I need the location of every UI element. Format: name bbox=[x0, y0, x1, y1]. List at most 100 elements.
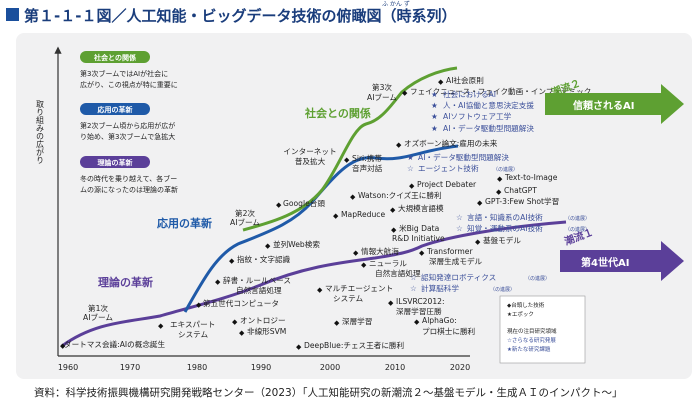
emerging-item-note: （の進展） bbox=[565, 215, 590, 222]
emerging-items: 社会におけるAI 人・AI協働と意思決定支援 AIソフトウェア工学 AI・データ… bbox=[418, 89, 590, 293]
box-theory-line1: 冬の時代を乗り越えて、各ブー bbox=[80, 174, 177, 183]
title-square-icon bbox=[6, 8, 19, 21]
diamond-icon: ◆ bbox=[497, 175, 503, 183]
x-tick-1980: 1980 bbox=[187, 363, 207, 372]
legend-area-further: ☆さらなる研究発展 bbox=[507, 336, 556, 344]
box-theory-line2: ムの源になったのは理論の革新 bbox=[80, 185, 178, 194]
diamond-icon: ◆ bbox=[414, 318, 420, 326]
tech-item: Project Debater bbox=[417, 180, 477, 189]
emerging-item: エージェント技術 bbox=[418, 163, 479, 173]
box-application-header: 応用の革新 bbox=[98, 105, 133, 114]
tech-item: 深層生成モデル bbox=[429, 256, 483, 266]
emerging-item-note: （の進展） bbox=[490, 286, 515, 293]
internet-line2: 普及拡大 bbox=[295, 156, 326, 166]
emerging-item: 計算脳科学 bbox=[421, 283, 459, 293]
tech-item: マルチエージェント bbox=[325, 284, 393, 293]
star-icon: ☆ bbox=[456, 213, 463, 222]
boom-second-line2: AIブーム bbox=[230, 217, 260, 227]
legend: ◆台頭した技術 ★エポック 現在の注目研究領域 ☆さらなる研究発展 ★新たな研究… bbox=[499, 295, 586, 364]
star-icon: ☆ bbox=[456, 224, 463, 233]
boom-first-line2: AIブーム bbox=[83, 312, 113, 322]
tech-item: Transformer bbox=[426, 247, 473, 256]
tech-item: R&D Initiative bbox=[392, 234, 445, 243]
tech-item: GPT-3:Few Shot学習 bbox=[485, 196, 559, 206]
tech-item: オズボーン論文:雇用の未来 bbox=[404, 138, 498, 148]
tech-markers: ◆ ◆ ◆ ◆ ◆ ◆ ◆ ◆ ◆ ◆ ◆ ◆ ◆ ◆ ◆ ◆ ◆ ◆ ◆ ◆ … bbox=[60, 78, 503, 351]
emerging-item: AIソフトウェア工学 bbox=[443, 111, 512, 121]
tech-item: Google台頭 bbox=[283, 198, 325, 208]
legend-mark-epoch: ★エポック bbox=[507, 311, 534, 318]
boom-first-line1: 第1次 bbox=[88, 303, 108, 313]
diamond-icon: ◆ bbox=[391, 226, 397, 234]
internet-line1: インターネット bbox=[283, 147, 336, 156]
tech-item: 辞書・ルールベース bbox=[223, 275, 291, 285]
tech-item: オントロジー bbox=[240, 316, 286, 325]
tech-item: フェイクニュース・フェイク動画・インフォデミック bbox=[410, 86, 591, 96]
tech-item: ChatGPT bbox=[504, 186, 537, 195]
tech-item: エキスパート bbox=[170, 320, 215, 329]
theory-curve-label: 理論の革新 bbox=[98, 275, 153, 289]
star-icon: ★ bbox=[431, 112, 438, 121]
wave2-arrow-shape bbox=[545, 84, 684, 124]
tech-item: AI社会原則 bbox=[446, 75, 484, 85]
diamond-icon: ◆ bbox=[353, 249, 359, 257]
diamond-icon: ◆ bbox=[333, 212, 339, 220]
box-application-header-bg bbox=[80, 103, 150, 115]
emerging-item: AI・データ駆動型問題解決 bbox=[443, 123, 534, 133]
legend-mark-tech: ◆台頭した技術 bbox=[507, 301, 545, 309]
emerging-item: AI・データ駆動型問題解決 bbox=[418, 152, 509, 162]
x-tick-1970: 1970 bbox=[120, 363, 140, 372]
box-society-line1: 第3次ブームではAIが社会に bbox=[80, 69, 168, 78]
x-tick-1960: 1960 bbox=[58, 363, 78, 372]
diamond-icon: ◆ bbox=[409, 182, 415, 190]
tech-item: 深層学習圧勝 bbox=[396, 306, 442, 316]
tech-item: 自然言語処理 bbox=[375, 268, 421, 278]
tech-item: 指紋・文字認識 bbox=[237, 254, 291, 264]
diamond-icon: ◆ bbox=[239, 329, 245, 337]
star-icon: ★ bbox=[407, 153, 414, 162]
diamond-icon: ◆ bbox=[475, 238, 481, 246]
emerging-item-note: （の進展） bbox=[525, 275, 550, 282]
tech-item: ニューラル bbox=[369, 259, 407, 268]
tech-item: 深層学習 bbox=[342, 316, 372, 326]
box-society-header: 社会との関係 bbox=[93, 53, 136, 62]
theory-curve bbox=[61, 220, 567, 348]
tech-item: 大規模言語模 bbox=[398, 203, 444, 213]
diamond-icon: ◆ bbox=[232, 318, 238, 326]
diamond-icon: ◆ bbox=[390, 206, 396, 214]
tech-item: 自然言語処理 bbox=[236, 285, 282, 295]
boom-second-line1: 第2次 bbox=[235, 208, 255, 218]
box-society-header-bg bbox=[80, 51, 150, 63]
diamond-icon: ◆ bbox=[438, 78, 444, 86]
tech-item: MapReduce bbox=[341, 210, 385, 219]
wave2-arrow: 潮流２ 信頼されるAI bbox=[545, 76, 684, 124]
emerging-item-note: （の進展） bbox=[493, 166, 518, 173]
tech-item: 米Big Data bbox=[399, 223, 439, 233]
diamond-icon: ◆ bbox=[196, 301, 202, 309]
legend-box bbox=[499, 295, 586, 364]
tech-item: Watson:クイズ王に勝利 bbox=[358, 190, 442, 200]
diamond-icon: ◆ bbox=[317, 286, 323, 294]
tech-item: AlphaGo: bbox=[422, 316, 457, 325]
diamond-icon: ◆ bbox=[477, 199, 483, 207]
emerging-item: 社会におけるAI bbox=[443, 89, 496, 99]
diamond-icon: ◆ bbox=[158, 322, 164, 330]
x-tick-2010: 2010 bbox=[385, 363, 405, 372]
star-markers: ★ ★ ★ ★ ★ ☆ ☆ ☆ ☆ ☆ bbox=[407, 90, 463, 293]
diamond-icon: ◆ bbox=[350, 193, 356, 201]
diamond-icon: ◆ bbox=[396, 141, 402, 149]
tech-item: Siri:携帯 bbox=[352, 153, 382, 163]
diamond-icon: ◆ bbox=[344, 156, 350, 164]
diamond-icon: ◆ bbox=[361, 261, 367, 269]
tech-item: プロ棋士に勝利 bbox=[422, 326, 475, 336]
x-tick-labels: 1960 1970 1980 1990 2000 2010 2020 bbox=[58, 363, 470, 372]
star-icon: ☆ bbox=[410, 273, 417, 282]
application-curve-label: 応用の革新 bbox=[157, 216, 212, 230]
star-icon: ☆ bbox=[410, 284, 417, 293]
tech-item: システム bbox=[178, 330, 209, 339]
tech-item: 音声対話 bbox=[352, 163, 383, 173]
box-theory: 理論の革新 冬の時代を乗り越えて、各ブー ムの源になったのは理論の革新 bbox=[80, 156, 178, 194]
diamond-icon: ◆ bbox=[388, 299, 394, 307]
diamond-icon: ◆ bbox=[419, 249, 425, 257]
